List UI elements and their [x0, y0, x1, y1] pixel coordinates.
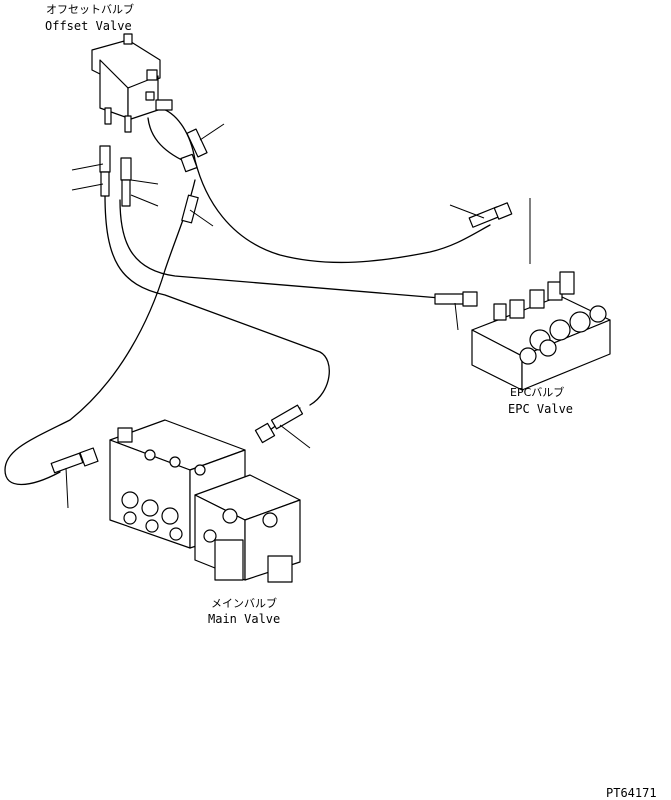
drawing-code: PT64171: [606, 786, 657, 800]
epc-valve: [471, 271, 611, 391]
offset-valve-label-en: Offset Valve: [45, 19, 132, 33]
fitting-right: [120, 157, 132, 181]
hose-offset-to-epc-middle-2: [104, 194, 330, 406]
hose-short-offset: [147, 117, 187, 163]
fitting-left: [99, 145, 111, 173]
hose-offset-to-main: [4, 179, 196, 485]
main-valve: [109, 419, 301, 583]
leader-lines: [65, 123, 531, 509]
hose-fittings: [50, 128, 513, 474]
epc-valve-label-jp: EPCバルブ: [510, 385, 564, 399]
offset-valve-label-jp: オフセットバルブ: [46, 2, 134, 16]
hose-offset-to-epc-upper: [159, 107, 491, 264]
hose-offset-to-epc-middle: [119, 199, 441, 299]
hose-lines: [4, 107, 491, 485]
main-valve-label-en: Main Valve: [208, 612, 280, 626]
epc-valve-label-en: EPC Valve: [508, 402, 573, 416]
offset-valve: [91, 33, 173, 133]
main-valve-label-jp: メインバルブ: [211, 596, 277, 610]
